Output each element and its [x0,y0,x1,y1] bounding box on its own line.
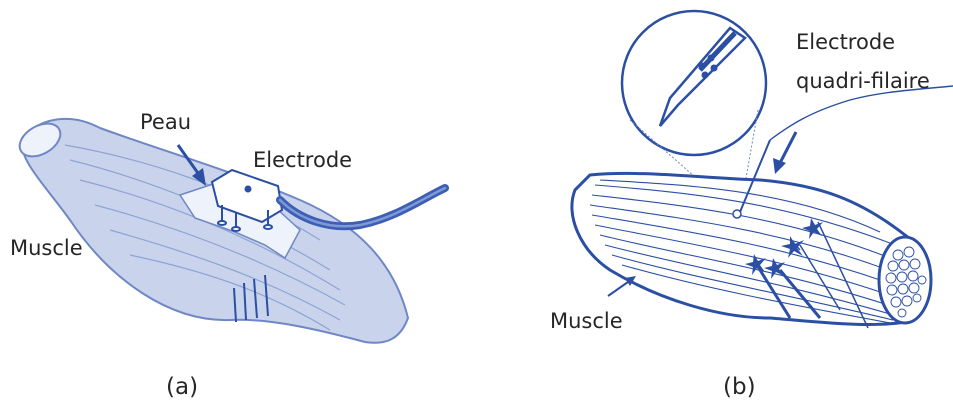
panel-a-electrode-label: Electrode [253,148,352,172]
panel-b-electrode-label-line2: quadri-filaire [796,69,930,93]
panel-b-muscle-body [572,173,928,324]
panel-b-caption: (b) [723,374,756,400]
panel-a-skin-label: Peau [140,110,191,134]
panel-a-muscle-label: Muscle [10,236,83,260]
panel-b-muscle-arrow [608,276,636,296]
panel-b-electrode-arrow [773,132,796,174]
panel-a-illustration [14,117,445,343]
panel-a-electrode-hole [245,186,252,193]
panel-a-caption: (a) [166,374,198,400]
panel-b-muscle-label: Muscle [550,309,623,333]
panel-b-electrode-label-line1: Electrode [796,30,895,54]
panel-b-illustration [572,11,953,328]
